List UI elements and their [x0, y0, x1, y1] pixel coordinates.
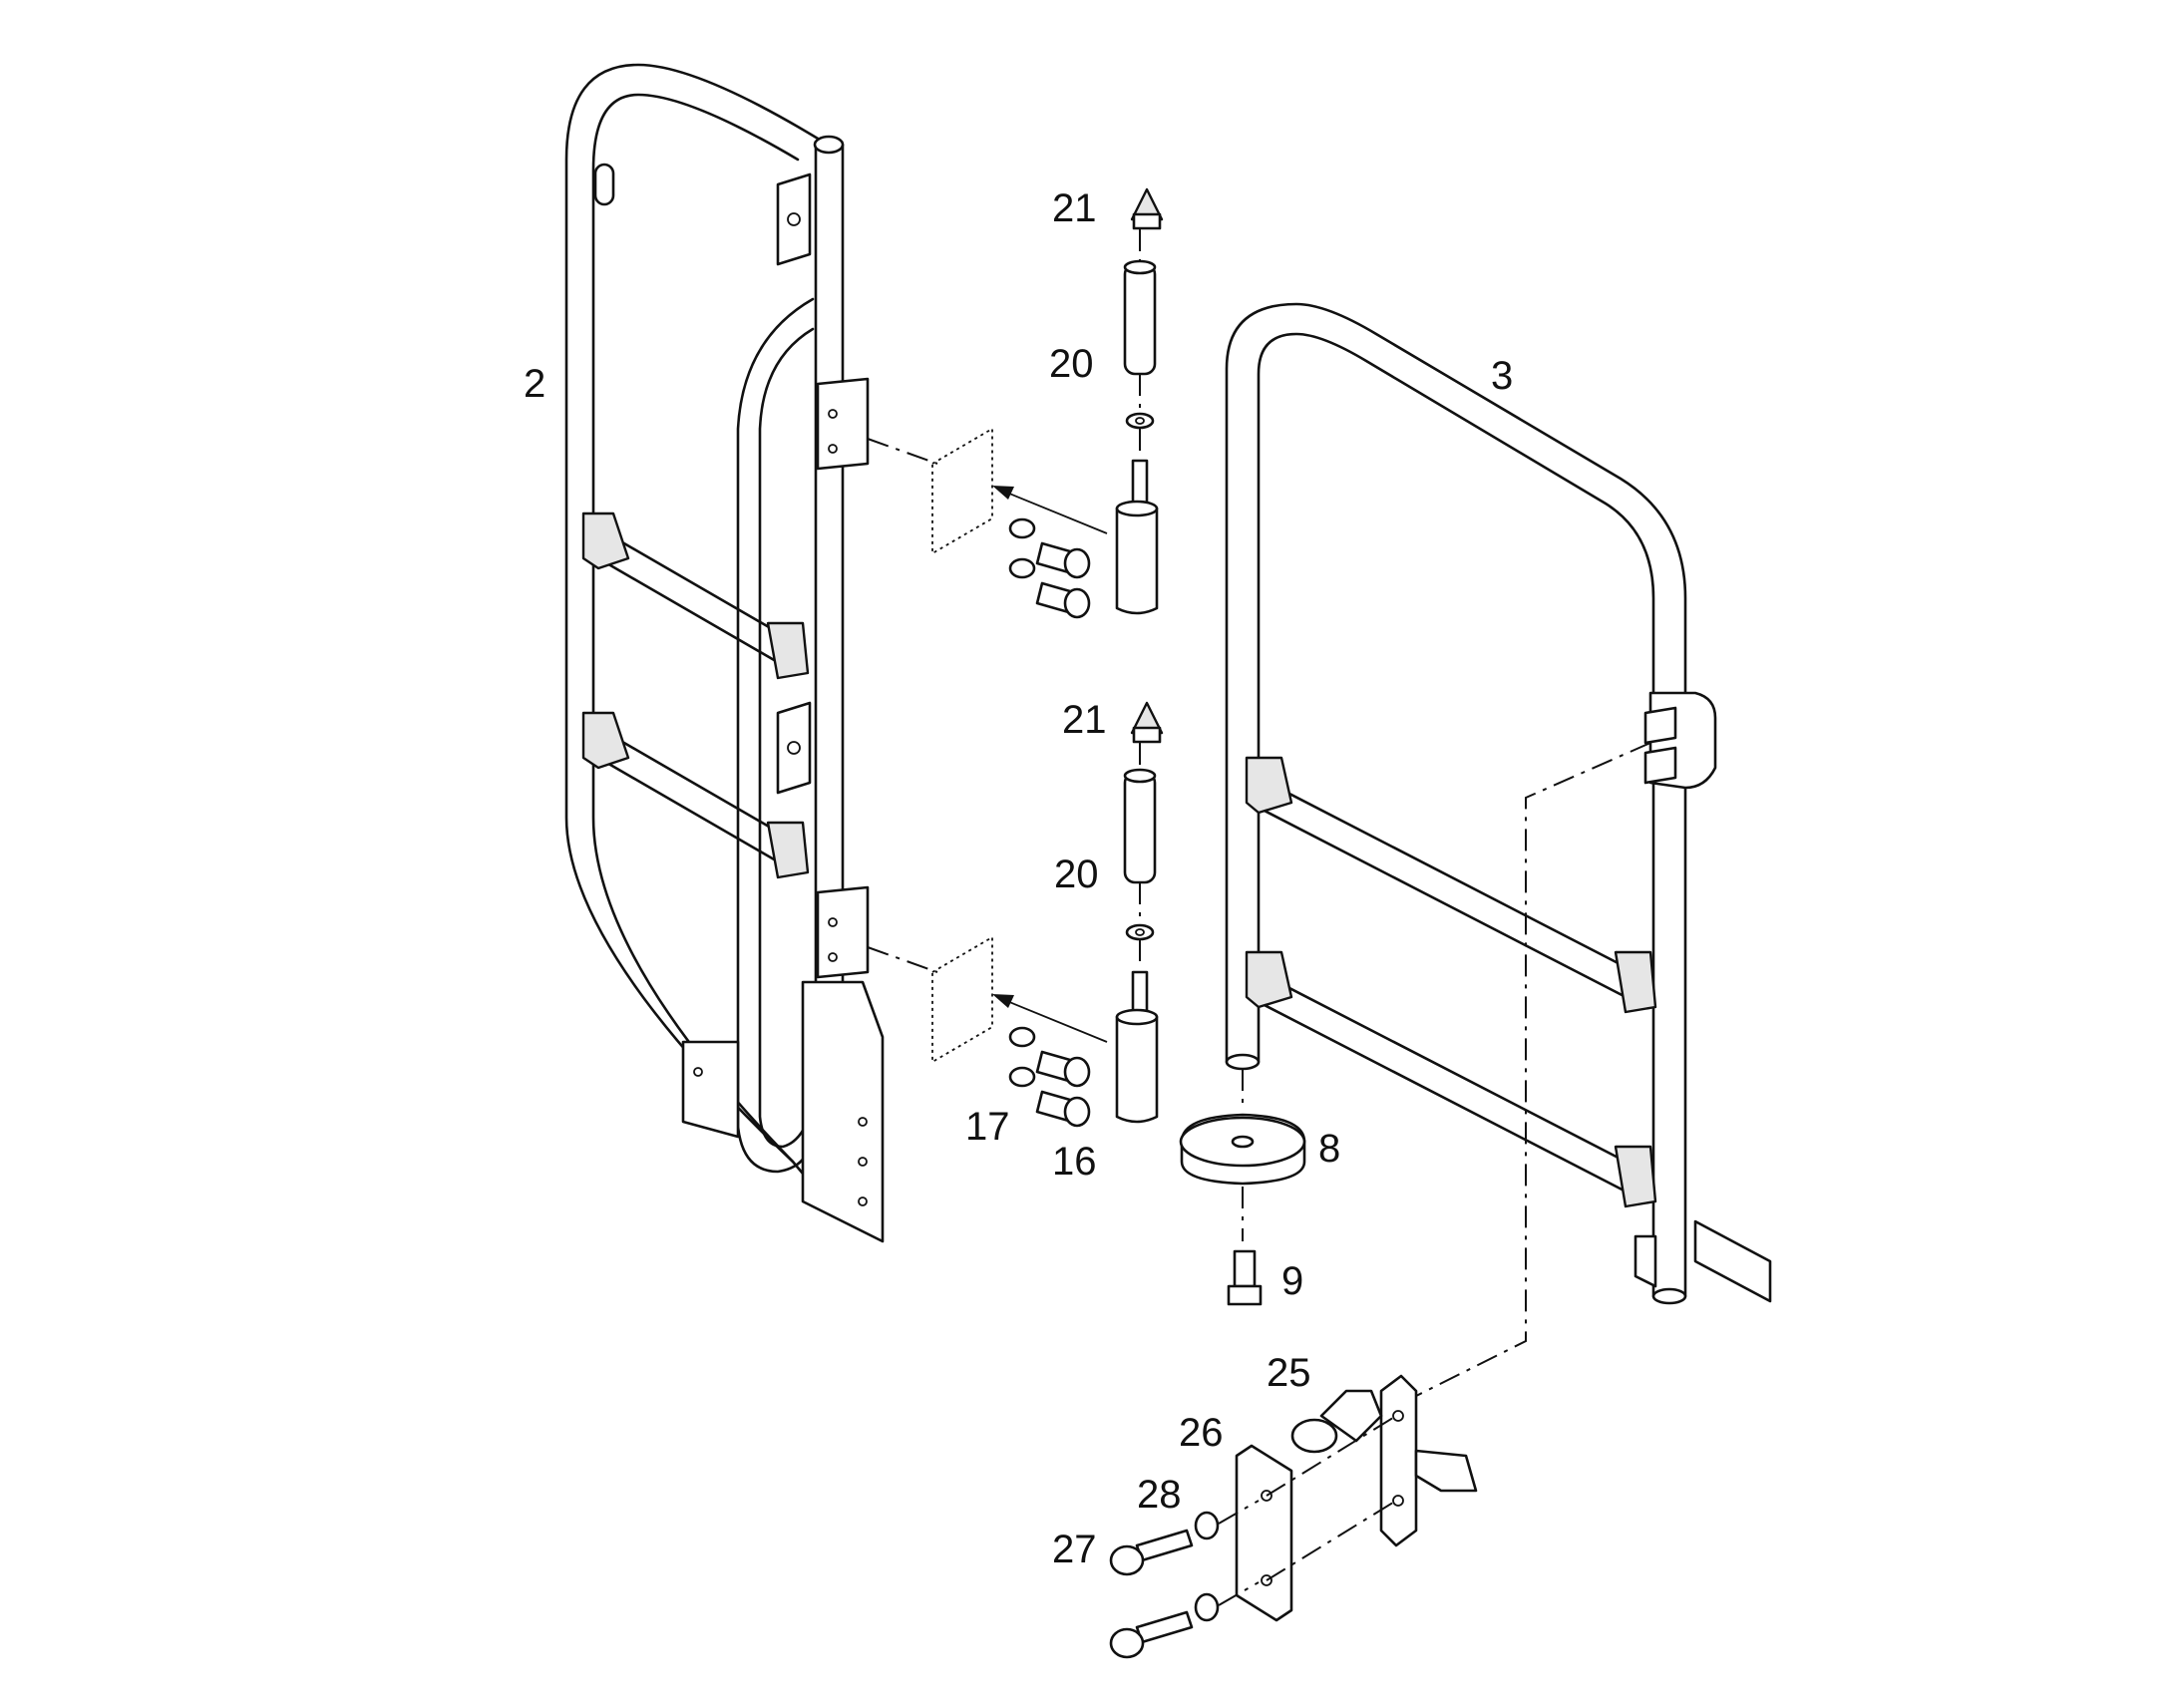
callouts: 2 3 21 20 21 20 17 16 8 9 25 26 28 27: [524, 186, 1513, 1571]
upper-hinge-stack: [867, 187, 1164, 619]
callout-16: 16: [1052, 1140, 1097, 1184]
callout-27: 27: [1052, 1528, 1097, 1571]
gate-frame-left: [564, 63, 885, 1243]
callout-9: 9: [1281, 1259, 1303, 1303]
callout-26: 26: [1179, 1411, 1224, 1455]
callout-25: 25: [1267, 1351, 1311, 1395]
callout-28: 28: [1137, 1473, 1182, 1517]
callout-3: 3: [1491, 354, 1513, 398]
callout-8: 8: [1318, 1127, 1340, 1171]
callout-21-lower: 21: [1062, 698, 1107, 742]
callout-20-upper: 20: [1049, 342, 1094, 386]
foot-plate-assembly: [1179, 1069, 1306, 1306]
callout-2: 2: [524, 362, 545, 406]
callout-21-upper: 21: [1052, 186, 1097, 230]
callout-20-lower: 20: [1054, 853, 1099, 896]
gate-frame-right: [1225, 302, 1772, 1305]
lower-hinge-stack: [867, 701, 1164, 1128]
latch-assembly: [1109, 742, 1651, 1659]
callout-17: 17: [965, 1105, 1010, 1149]
